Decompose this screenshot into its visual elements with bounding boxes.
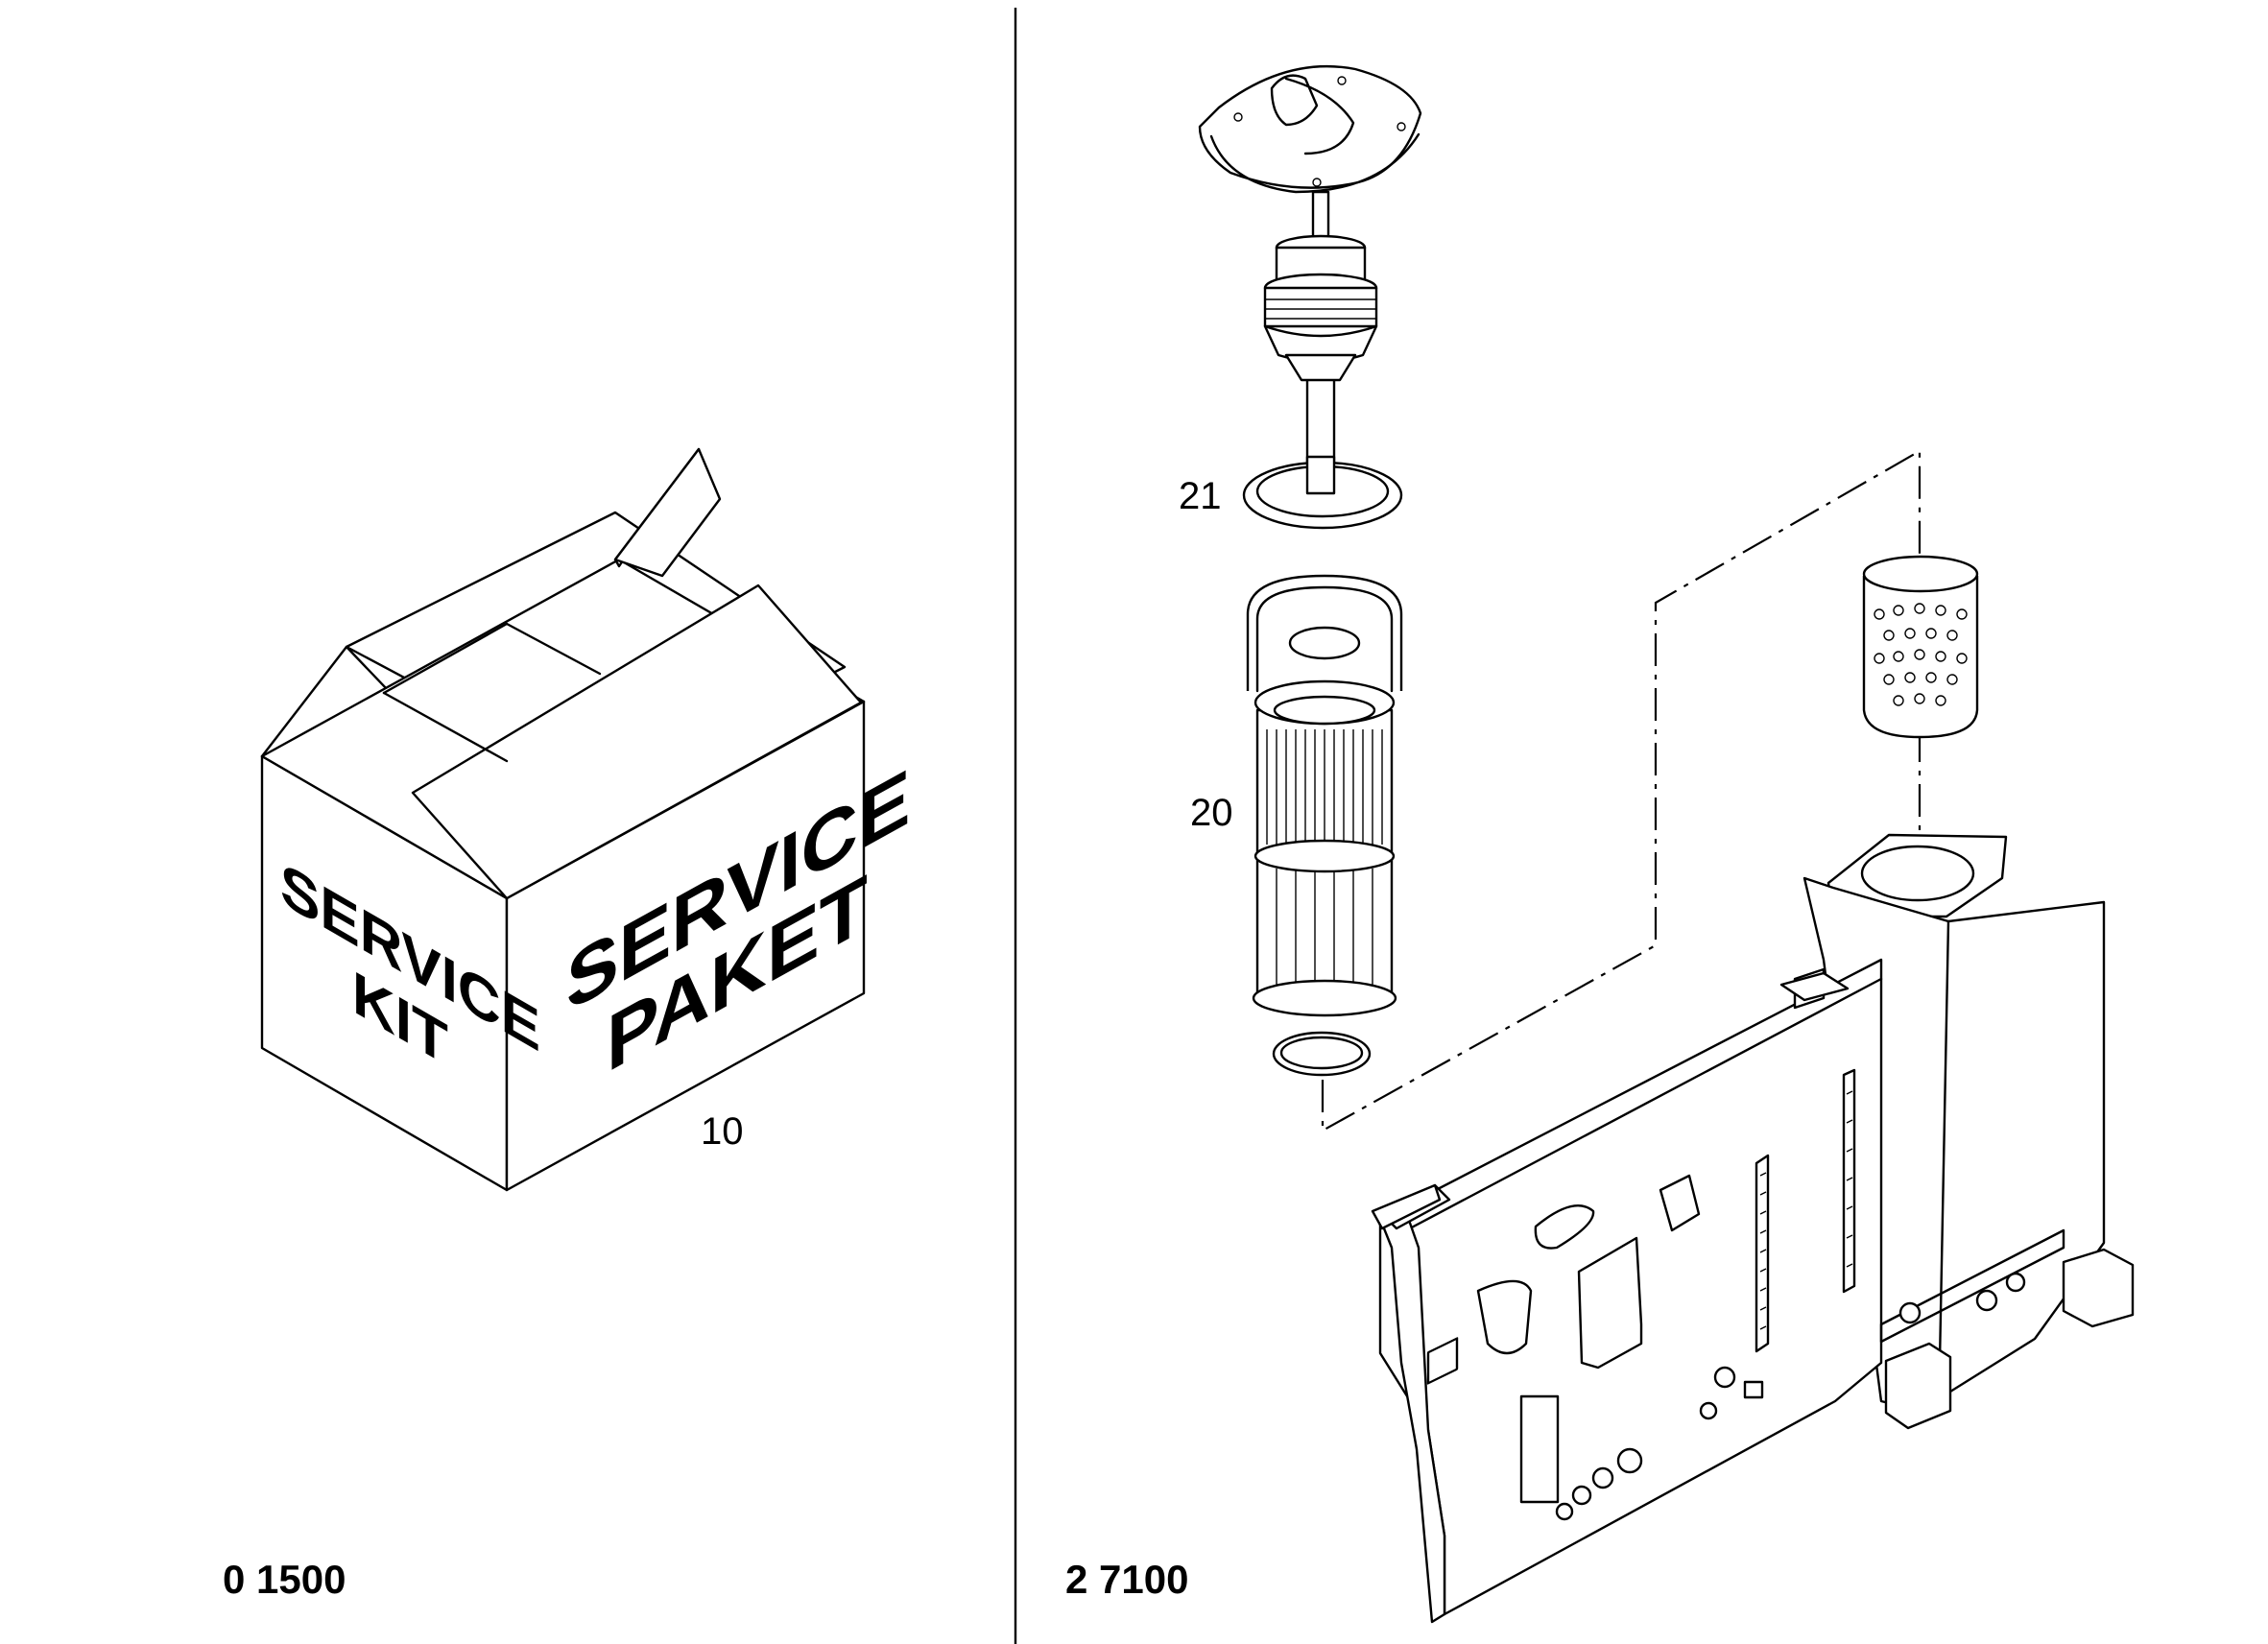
callout-seal-ring: 21	[1179, 475, 1222, 517]
assembly-guide-lines	[1321, 449, 1922, 1132]
service-box-illustration: SERVICE KIT SERVICE PAKET	[260, 447, 910, 1192]
strainer-basket	[1862, 555, 1979, 739]
section-code-left: 0 1500	[223, 1557, 346, 1602]
callout-filter-element: 20	[1190, 792, 1233, 834]
machine-frame-housing	[1371, 833, 2135, 1624]
seal-ring	[1242, 455, 1403, 530]
section-code-right: 2 7100	[1065, 1557, 1188, 1602]
callout-service-box: 10	[701, 1110, 744, 1153]
filter-element	[1246, 574, 1403, 1017]
threaded-bushing	[1263, 234, 1378, 382]
filter-cover-plate	[1198, 64, 1422, 194]
